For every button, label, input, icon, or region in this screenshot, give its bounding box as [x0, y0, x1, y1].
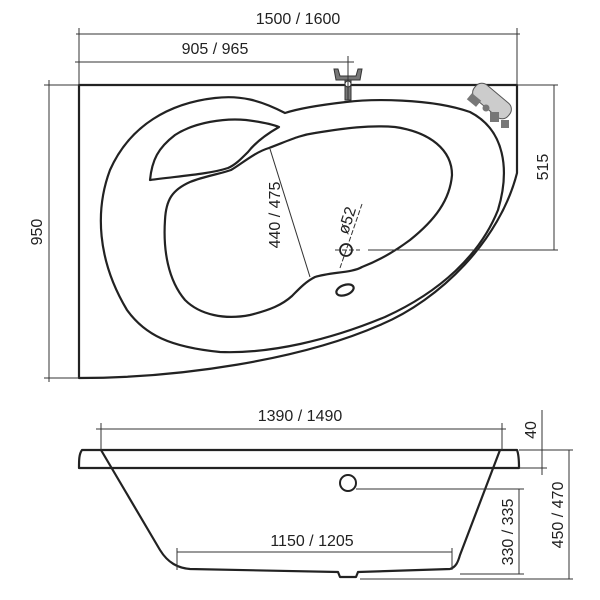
dim-overall-length: 1500 / 1600 [76, 11, 520, 85]
svg-text:330 / 335: 330 / 335 [500, 499, 517, 566]
rim-profile [77, 448, 521, 470]
svg-text:440 / 475: 440 / 475 [267, 182, 284, 249]
svg-text:905 / 965: 905 / 965 [182, 41, 249, 58]
svg-text:515: 515 [535, 154, 552, 181]
dim-total-height: 450 / 470 [360, 449, 573, 580]
dim-inner-length-top: 1390 / 1490 [96, 408, 506, 450]
svg-text:450 / 470: 450 / 470 [550, 482, 567, 549]
overflow-hole [339, 474, 357, 492]
top-view: 1500 / 1600 905 / 965 950 515 440 / 475 … [29, 11, 558, 382]
svg-text:40: 40 [523, 421, 540, 439]
svg-text:1390 / 1490: 1390 / 1490 [258, 408, 343, 425]
dim-faucet-offset: 905 / 965 [75, 41, 354, 100]
side-view: 1390 / 1490 1150 / 1205 40 330 / 335 450… [77, 408, 573, 580]
svg-text:1150 / 1205: 1150 / 1205 [270, 533, 353, 550]
rim-contour [99, 96, 505, 354]
dim-inner-length-bottom: 1150 / 1205 [176, 533, 453, 570]
dim-overall-width: 950 [29, 80, 79, 382]
footwell-contour [163, 125, 454, 318]
svg-text:ø52: ø52 [335, 205, 360, 237]
svg-text:950: 950 [29, 219, 46, 246]
overflow-opening [335, 283, 355, 297]
tub-outline [77, 83, 519, 380]
dim-drain-offset: 515 [368, 84, 558, 251]
body-profile [100, 449, 502, 579]
dim-overflow-height: 330 / 335 [356, 488, 524, 575]
drain-icon: ø52 [335, 203, 363, 269]
svg-text:1500 / 1600: 1500 / 1600 [256, 11, 341, 28]
dim-footwell-width: 440 / 475 [267, 148, 311, 278]
dim-rim-thickness: 40 [519, 410, 547, 475]
tap-fittings-icon [466, 82, 512, 128]
headrest-cutout [148, 118, 281, 182]
